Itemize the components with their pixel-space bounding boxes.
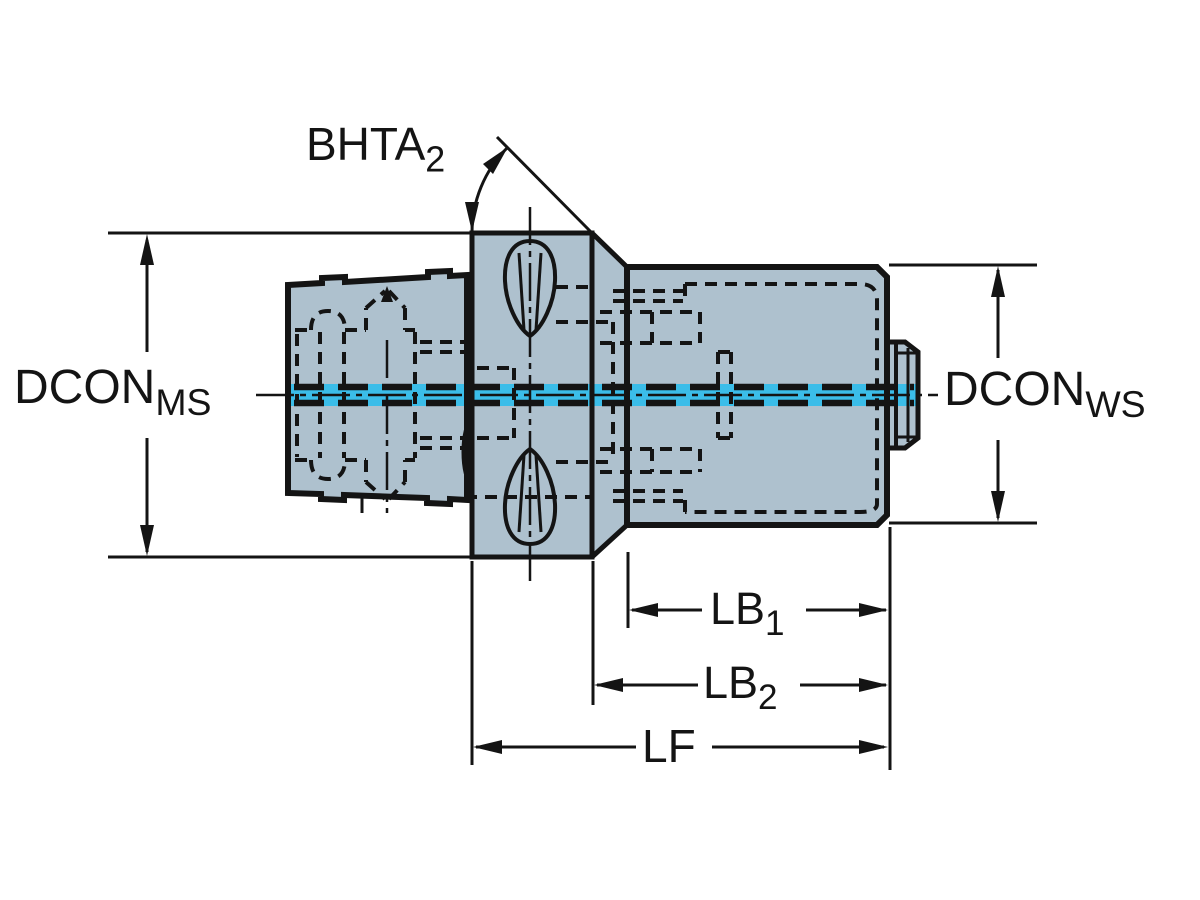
dcon-ms-label: DCONMS — [14, 361, 211, 421]
bhta-angle-leg — [495, 135, 594, 235]
dcon-ws-label: DCONWS — [944, 363, 1146, 423]
dcon-ms-label-sub: MS — [155, 380, 212, 423]
lb2-label: LB2 — [703, 657, 778, 715]
lb2-label-base: LB — [703, 657, 759, 708]
angle-label-sub: 2 — [425, 139, 446, 180]
lb1-label-base: LB — [710, 583, 766, 634]
coupling-pin-arrow — [381, 286, 393, 302]
lf-label-base: LF — [642, 720, 696, 772]
body-outlines — [285, 230, 921, 560]
dcon-ms-label-base: DCON — [14, 361, 156, 414]
lf-label: LF — [642, 723, 696, 769]
master-coupling-outline — [285, 267, 470, 508]
angle-label: BHTA2 — [306, 118, 445, 177]
dcon-ws-label-base: DCON — [944, 363, 1086, 416]
angle-label-base: BHTA — [306, 118, 426, 170]
lb1-label-sub: 1 — [765, 604, 785, 644]
dcon-ws-label-sub: WS — [1085, 382, 1146, 425]
flange-outline — [469, 230, 595, 560]
cylinder-outline — [624, 264, 890, 528]
thread-tip-outline — [887, 339, 921, 451]
interior-details — [256, 207, 938, 585]
dimension-lines — [108, 135, 1037, 770]
lb2-label-sub: 2 — [758, 678, 778, 718]
lb1-label: LB1 — [710, 583, 785, 641]
